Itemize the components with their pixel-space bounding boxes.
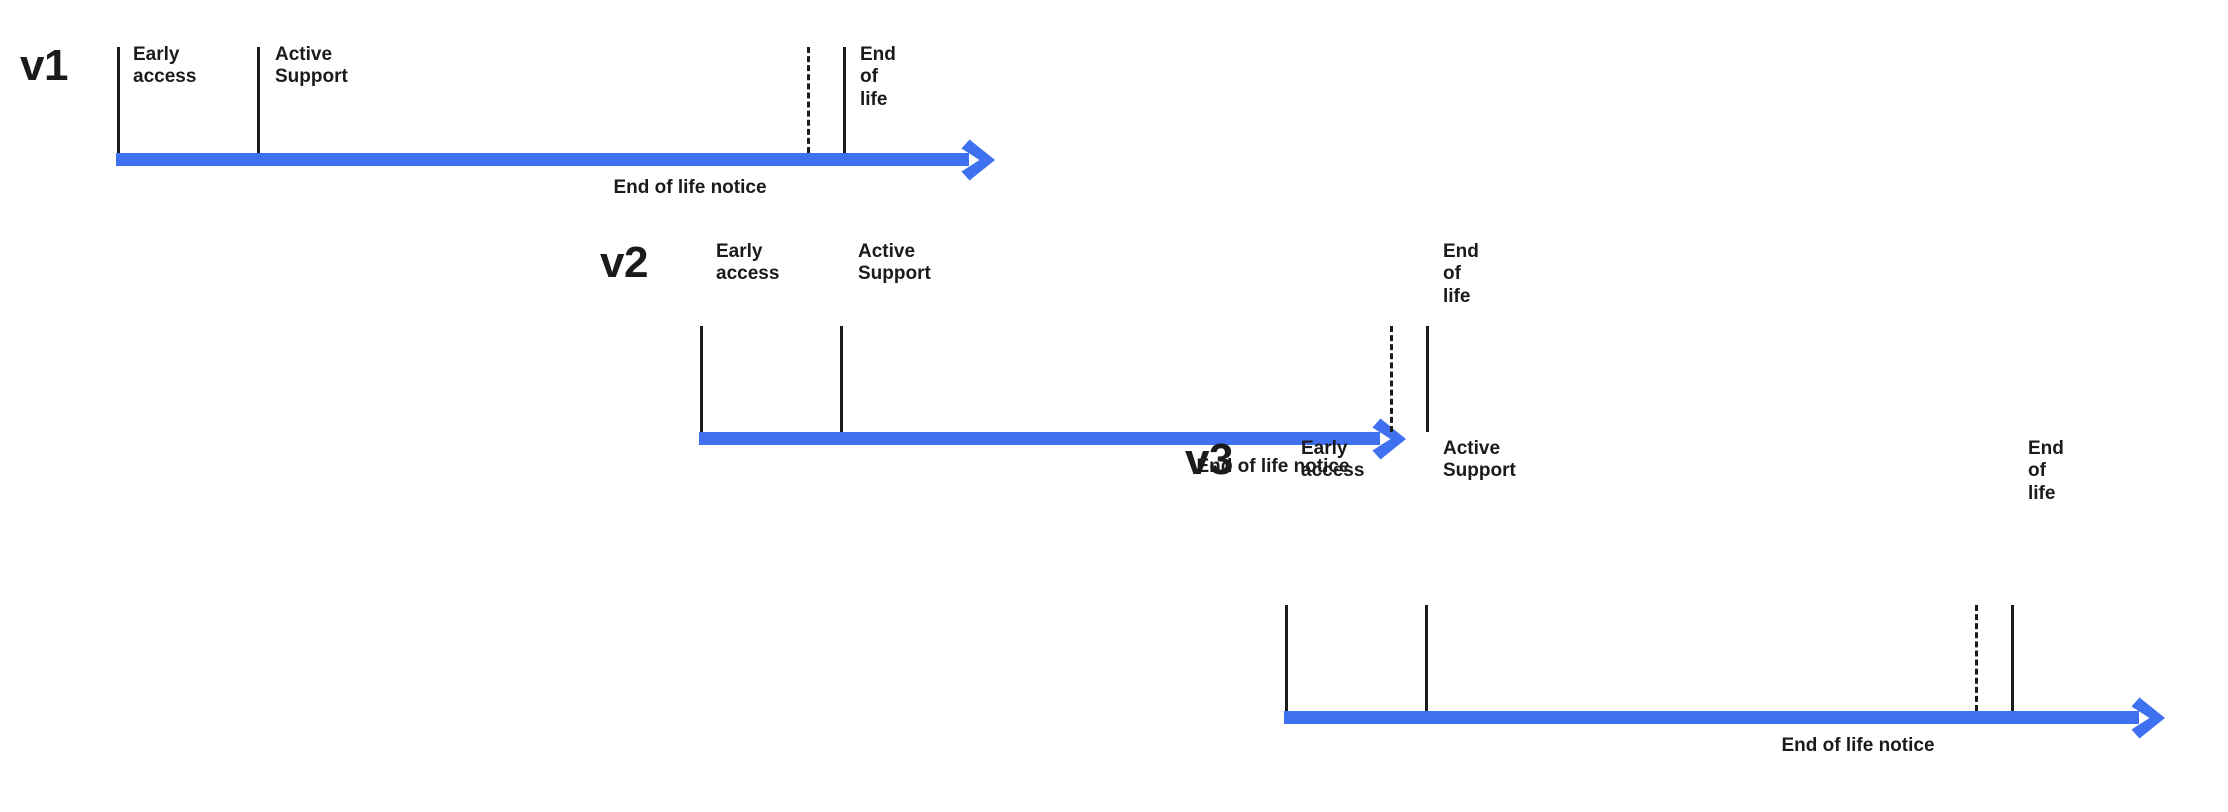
end-of-life-notice-label-v2: End of life notice (1196, 456, 1350, 477)
phase-label-v3-1: Active Support (1443, 438, 1516, 482)
phase-tick-v2-1 (840, 326, 843, 432)
phase-tick-dashed-v3-2 (1975, 605, 1978, 711)
phase-label-v2-0: Early access (716, 241, 780, 285)
phase-tick-v2-0 (700, 326, 703, 432)
arrow-head-icon (2129, 696, 2189, 745)
phase-tick-v3-0 (1285, 605, 1288, 711)
timeline-shaft (116, 153, 969, 166)
version-label-v1: v1 (20, 41, 68, 90)
phase-label-v1-1: Active Support (275, 44, 348, 88)
phase-label-v3-0: Early access (1301, 438, 1365, 482)
end-of-life-notice-label-v1: End of life notice (613, 177, 767, 198)
phase-label-v3-2: End of life (2028, 438, 2064, 504)
version-label-v3: v3 (1185, 435, 1233, 484)
arrow-head-icon (959, 138, 1019, 187)
phase-tick-v3-3 (2011, 605, 2014, 711)
phase-label-v1-2: End of life (860, 44, 896, 110)
version-label-v2: v2 (600, 238, 648, 287)
phase-label-v2-1: Active Support (858, 241, 931, 285)
phase-tick-v1-1 (257, 47, 260, 153)
phase-tick-dashed-v2-2 (1390, 326, 1393, 432)
phase-tick-v3-1 (1425, 605, 1428, 711)
timeline-shaft (699, 432, 1380, 445)
timeline-shaft (1284, 711, 2139, 724)
phase-tick-v2-3 (1426, 326, 1429, 432)
phase-label-v1-0: Early access (133, 44, 197, 88)
phase-tick-v1-3 (843, 47, 846, 153)
phase-label-v2-2: End of life (1443, 241, 1479, 307)
end-of-life-notice-label-v3: End of life notice (1781, 735, 1935, 756)
phase-tick-dashed-v1-2 (807, 47, 810, 153)
arrow-head-icon (1370, 417, 1430, 466)
phase-tick-v1-0 (117, 47, 120, 153)
